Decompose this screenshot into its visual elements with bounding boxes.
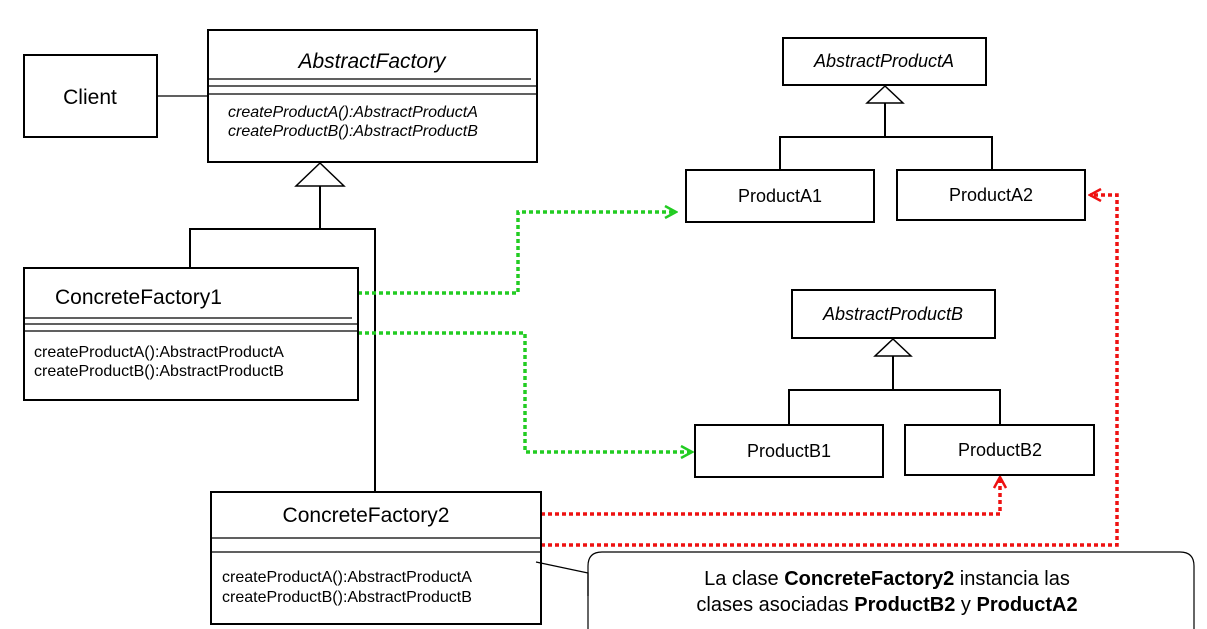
class-abstract-product-a-name: AbstractProductA [813,51,954,71]
class-client: Client [23,54,158,138]
class-product-b2: ProductB2 [904,424,1095,476]
class-concrete-factory2-name: ConcreteFactory2 [283,504,450,527]
callout-note-line1: La clase ConcreteFactory2 instancia las [704,568,1070,590]
class-product-a2-name: ProductA2 [949,185,1033,205]
callout-note: La clase ConcreteFactory2 instancia las … [535,551,1195,629]
class-product-a1: ProductA1 [685,169,875,223]
abstract-factory-method-create-a: createProductA():AbstractProductA [228,104,478,121]
factory-inheritance-lines [189,186,376,492]
concrete-factory2-method-create-a: createProductA():AbstractProductA [222,569,472,586]
class-abstract-product-b: AbstractProductB [791,289,996,339]
concrete-factory2-method-create-b: createProductB():AbstractProductB [222,589,472,606]
class-abstract-product-b-name: AbstractProductB [822,304,963,324]
dependency-cf1-productb1 [358,331,692,452]
concrete-factory1-method-create-b: createProductB():AbstractProductB [34,363,284,380]
dependency-cf2-producta2 [541,195,1119,547]
class-product-b1-name: ProductB1 [747,441,831,461]
class-abstract-product-a: AbstractProductA [782,37,987,86]
callout-note-line2: clases asociadas ProductB2 y ProductA2 [696,594,1077,616]
class-client-name: Client [63,86,117,109]
product-b-inheritance-triangle [873,337,913,357]
class-concrete-factory1-name: ConcreteFactory1 [55,286,222,309]
class-product-a1-name: ProductA1 [738,186,822,206]
class-abstract-factory-name: AbstractFactory [296,50,447,73]
class-concrete-factory2: ConcreteFactory2 createProductA():Abstra… [210,491,542,625]
class-product-a2: ProductA2 [896,169,1086,221]
dependency-cf2-productb2 [541,477,1000,516]
class-concrete-factory1: ConcreteFactory1 createProductA():Abstra… [23,267,359,401]
factory-inheritance-triangle [294,161,346,187]
dependency-cf1-producta1 [358,212,676,295]
class-product-b2-name: ProductB2 [958,440,1042,460]
product-a-inheritance-lines [779,103,993,170]
abstract-factory-method-create-b: createProductB():AbstractProductB [228,123,478,140]
concrete-factory1-method-create-a: createProductA():AbstractProductA [34,344,284,361]
product-a-inheritance-triangle [865,84,905,104]
class-abstract-factory: AbstractFactory createProductA():Abstrac… [207,29,538,163]
product-b-inheritance-lines [788,356,1001,425]
class-product-b1: ProductB1 [694,424,884,478]
